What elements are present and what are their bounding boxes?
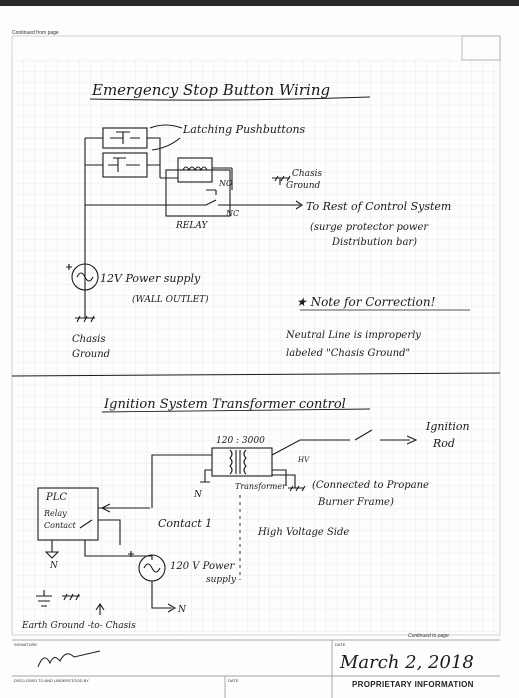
note-title: ★ Note for Correction! (296, 295, 436, 309)
page-number-box (461, 35, 501, 61)
to-rest-label-3: Distribution bar) (331, 237, 417, 248)
note-line-1: Neutral Line is improperly (285, 330, 421, 341)
signature-label: SIGNATURE (14, 642, 38, 647)
power-label-1: 12V Power supply (100, 272, 201, 285)
date-value: March 2, 2018 (340, 652, 474, 673)
nc-label: NC (225, 209, 239, 218)
n-label-bottom: N (177, 605, 187, 615)
section1-title: Emergency Stop Button Wiring (91, 81, 330, 99)
transformer (151, 429, 418, 500)
left-ground-2: Ground (72, 349, 110, 360)
continued-to-label: Continued to page (408, 633, 449, 639)
to-rest-label-2: (surge protector power (310, 222, 429, 233)
plc-box (37, 487, 153, 560)
connected-label-1: (Connected to Propane (312, 480, 429, 491)
signature (37, 650, 101, 668)
power2-label-1: 120 V Power (170, 561, 235, 572)
earth-ground-label: Earth Ground -to- Chasis (21, 621, 136, 631)
date-label: DATE (335, 642, 346, 647)
chasis-ground-label-2: Ground (286, 181, 321, 191)
date-label-2: DATE (228, 678, 239, 683)
power2-label-2: supply (206, 575, 237, 585)
continued-from-label: Continued from page (12, 30, 59, 36)
transformer-label: Transformer (235, 482, 287, 491)
latching-pushbuttons (84, 124, 183, 290)
to-rest-label-1: To Rest of Control System (306, 200, 451, 213)
disclosed-label: DISCLOSED TO AND UNDERSTOOD BY (14, 678, 89, 683)
contact-label: Contact 1 (158, 517, 212, 530)
relay (85, 157, 303, 217)
note-line-2: labeled "Chasis Ground" (286, 348, 410, 359)
ac-source-12v (66, 263, 99, 323)
relay-label: RELAY (175, 221, 208, 231)
power-label-2: (WALL OUTLET) (132, 294, 209, 305)
section-divider (11, 372, 501, 377)
footer-boxes (12, 639, 500, 698)
plc-label-1: PLC (45, 492, 67, 503)
proprietary-label: PROPRIETARY INFORMATION (352, 680, 474, 689)
ignition-label-1: Ignition (425, 420, 470, 433)
latching-label: Latching Pushbuttons (182, 123, 306, 136)
high-voltage-label: High Voltage Side (257, 527, 349, 538)
section2-title: Ignition System Transformer control (103, 397, 346, 412)
n-label-top: N (193, 490, 203, 500)
top-edge (0, 0, 519, 6)
hv-label: HV (297, 456, 310, 464)
connected-label-2: Burner Frame) (317, 497, 394, 508)
grid-area (12, 60, 500, 635)
plc-label-2: Relay (43, 509, 67, 518)
ignition-label-2: Rod (432, 437, 455, 450)
ratio-label: 120 : 3000 (216, 436, 265, 446)
n-label-left: N (49, 561, 59, 571)
plc-label-3: Contact (44, 521, 77, 530)
chasis-ground-label-1: Chasis (292, 169, 323, 179)
left-ground-1: Chasis (72, 334, 106, 345)
ac-source-120v (36, 551, 177, 615)
no-label: NO (218, 179, 233, 188)
